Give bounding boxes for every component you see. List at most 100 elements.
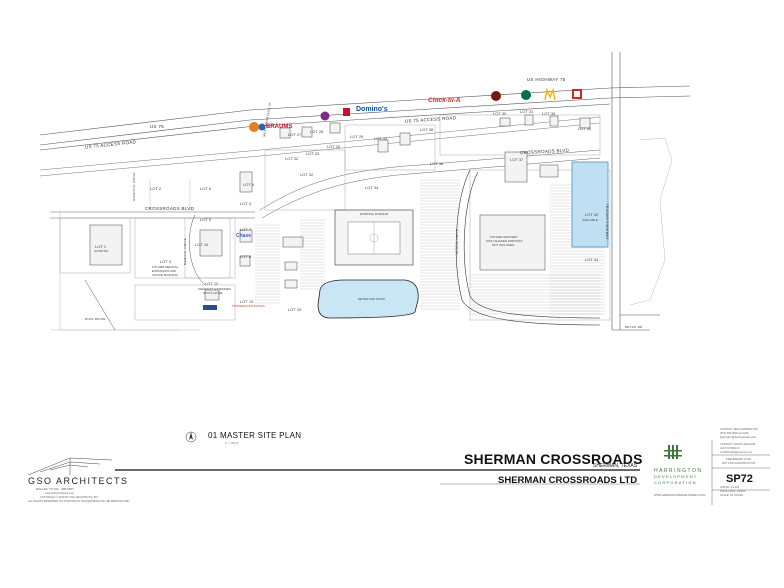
lot-42-sub: AVAILABLE xyxy=(582,218,598,222)
project-owner: SHERMAN CROSSROADS LTD xyxy=(498,475,638,486)
issue-scale: SCALE: AS NOTED xyxy=(720,494,744,497)
road-label-bryan: BRYAN RD xyxy=(625,325,643,329)
lot-31-label: LOT 31 xyxy=(520,109,534,114)
developer-contact1: CONTACT: JEFF HARRINGTON xyxy=(720,428,758,431)
lot-38-label: LOT 38 xyxy=(420,127,434,132)
developer-contact1-email: jharrington@harringtondev.com xyxy=(720,436,757,439)
road-label-ring-drive: RING DRIVE xyxy=(85,317,106,321)
project-title: SHERMAN CROSSROADS xyxy=(464,451,643,467)
road-label-us75: US HIGHWAY 75 xyxy=(527,77,566,82)
issue-job: JOB NO. 19-043 xyxy=(720,486,740,489)
lot-8-label: LOT 8 xyxy=(240,254,252,259)
sheet-scale: 1" = 60'-0" xyxy=(225,441,239,445)
lot-40-label: LOT 40 xyxy=(578,126,592,131)
prelim-line1: PRELIMINARY PLAN xyxy=(726,458,751,461)
lot-12-sub2: STAYS HOTEL xyxy=(203,291,224,295)
lot-1-sub: HOSPITAL xyxy=(94,249,109,253)
road-label-medical-drive: MEDICAL DRIVE xyxy=(183,237,188,266)
lot-25-label: LOT 25 xyxy=(327,144,341,149)
lot-36-label: LOT 36 xyxy=(430,161,444,166)
lot-32-label: LOT 32 xyxy=(300,172,314,177)
lot-29-label: LOT 29 xyxy=(350,134,364,139)
lot-42-label[interactable]: LOT 42 xyxy=(585,212,599,217)
future-grocery-line1: FUTURE GROCERY xyxy=(490,235,519,239)
stadium-label: EXISTING STADIUM xyxy=(360,212,389,216)
prelim-line2: NOT FOR CONSTRUCTION xyxy=(722,462,756,465)
lot-13-label: LOT 13 xyxy=(240,299,254,304)
lot-1-label: LOT 1 xyxy=(95,244,107,249)
lot-27-label: LOT 27 xyxy=(288,132,302,137)
lot-7-label: LOT 7 xyxy=(240,227,252,232)
architect-note1: COPYRIGHT © 2019 BY GSO ARCHITECTS, INC. xyxy=(40,496,99,499)
developer-contact2-phone: 214 673 6549 FX xyxy=(720,447,740,450)
harrington-logo-icon xyxy=(664,445,682,459)
sheet-title: 01 MASTER SITE PLAN xyxy=(208,431,302,440)
road-label-hospital-drive: HOSPITAL DRIVE xyxy=(131,172,136,201)
mcdonalds-logo-icon xyxy=(544,87,556,101)
chase-brand-label: Chase xyxy=(236,233,252,239)
starbucks-logo-icon xyxy=(521,90,531,100)
lot-37-label: LOT 37 xyxy=(510,157,524,162)
lot-30-label: LOT 30 xyxy=(493,111,507,116)
sheet-number: SP72 xyxy=(726,473,753,485)
developer-line3: CORPORATION xyxy=(654,480,697,485)
stadium xyxy=(334,209,414,266)
lot-23-label: LOT 23 xyxy=(306,151,320,156)
chickfila-logo: Chick-fil-A xyxy=(428,97,461,104)
developer-web: WWW.HARRINGTONDEVELOPMENT.COM xyxy=(654,494,706,497)
architect-note2: ALL RIGHTS RESERVED. NO PORTION OF THIS … xyxy=(28,500,130,503)
lot-3-sub2: EXPANSION AND xyxy=(152,269,177,273)
lot-41-label: LOT 41 xyxy=(585,257,599,262)
gso-logo-icon xyxy=(27,457,113,476)
lot-34-label: LOT 34 xyxy=(365,185,379,190)
road-label-frontage: TEXOMA PARKWAY xyxy=(605,203,610,241)
buildings xyxy=(89,114,591,301)
ring-drive xyxy=(455,169,601,326)
road-label-us75-left: US 75 xyxy=(150,124,165,129)
whataburger-logo-icon xyxy=(249,122,259,132)
lot-6-label: LOT 6 xyxy=(200,186,212,191)
project-location: SHERMAN, TEXAS xyxy=(593,463,638,469)
lot-12-sub1: MARRIOTT EXTENDED xyxy=(198,287,231,291)
chipotle-logo-icon xyxy=(491,91,501,101)
future-grocery-line2: SITE (SHADED PORTION) xyxy=(486,239,523,243)
lot-12-label: LOT 12 xyxy=(205,281,219,286)
lot-22-label: LOT 22 xyxy=(285,156,299,161)
lot-28-label: LOT 28 xyxy=(310,129,324,134)
lot-2-label: LOT 2 xyxy=(150,186,162,191)
road-label-ronnie-drive: RONNIE DRIVE xyxy=(455,228,460,255)
issue-date: ISSUE DATE: 4/29/20 xyxy=(720,490,746,493)
pond-label: DETENTION POND xyxy=(358,297,385,301)
chase-logo-icon xyxy=(258,123,266,131)
detention-pond xyxy=(317,279,419,319)
right-vertical-road xyxy=(611,52,660,331)
lot-39-label: LOT 39 xyxy=(542,111,556,116)
brand-logos xyxy=(203,87,582,310)
lot-13-sub: TOWNEPLACE SUITES xyxy=(232,304,265,308)
lot-33-label: LOT 33 xyxy=(374,136,388,141)
lot-9-label: LOT 9 xyxy=(243,182,255,187)
lot-10-label: LOT 10 xyxy=(195,242,209,247)
developer-contact2: CONTACT: CHRIS LARGOZZI xyxy=(720,443,756,446)
lot-19-label: LOT 19 xyxy=(288,307,302,312)
developer-line1: HARRINGTON xyxy=(654,468,703,474)
tacobell-logo-icon xyxy=(320,111,330,121)
towneplace-logo xyxy=(203,305,217,310)
lot-5-label: LOT 5 xyxy=(200,217,212,222)
lot-42-highlight[interactable] xyxy=(571,161,609,248)
north-arrow-icon xyxy=(185,431,197,443)
lot-4-label: LOT 4 xyxy=(240,201,252,206)
lot-3-label: LOT 3 xyxy=(160,259,172,264)
dominos-logo: Domino's xyxy=(356,106,388,113)
kfc-logo-icon xyxy=(343,108,350,116)
architect-name: GSO ARCHITECTS xyxy=(28,476,129,486)
architect-address: DALLAS, TX 972 . 385.6657 xyxy=(36,487,74,491)
lot-3-sub3: OFFICE BUILDING xyxy=(152,273,179,277)
lot-3-sub1: FUTURE MEDICAL xyxy=(152,265,179,269)
developer-contact1-phone: (972) 369-9018 ext 2225 xyxy=(720,432,749,435)
architect-web: www.GSOArchitects.com xyxy=(45,492,74,495)
future-grocery-line3: NOT INCLUDED xyxy=(492,243,515,247)
developer-contact2-email: CLARGOZZI@gsoarch.com xyxy=(720,451,753,454)
developer-line2: DEVELOPMENT xyxy=(654,474,698,479)
road-label-crossroads: CROSSROADS BLVD xyxy=(145,206,195,211)
